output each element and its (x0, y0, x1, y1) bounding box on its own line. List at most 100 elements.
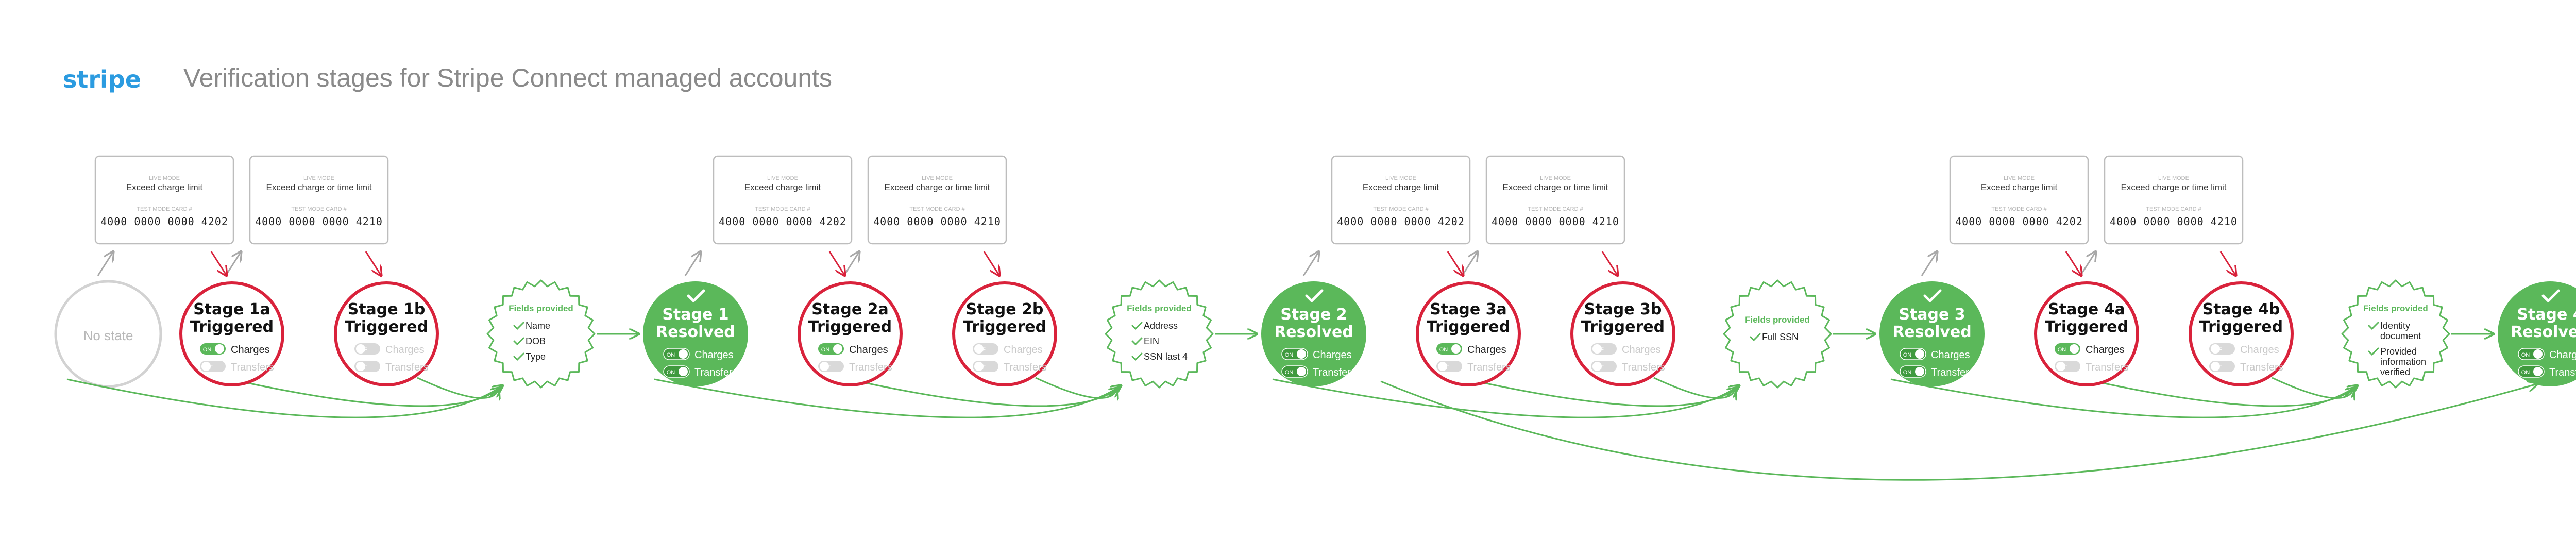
toggle-knob (1438, 362, 1447, 371)
stage-title: Stage 4b (2202, 300, 2280, 318)
toggle-knob (2056, 362, 2065, 371)
toggle-label: Charges (1622, 344, 1661, 356)
red-arrow (1601, 251, 1618, 276)
card-live-mode: LIVE MODE (922, 175, 953, 181)
badge-item: document (2380, 331, 2421, 341)
toggle-knob (356, 344, 365, 354)
toggle-knob (974, 362, 984, 371)
stage-1a-node: Stage 1aTriggeredONChargesOFFTransfers (179, 281, 284, 386)
toggle-knob (215, 344, 224, 354)
toggle-state: ON (1439, 347, 1448, 353)
start-label: No state (83, 328, 133, 343)
badge-heading: Fields provided (1745, 315, 1810, 325)
stage-3a-node: Stage 3aTriggeredONChargesOFFTransfers (1416, 281, 1521, 386)
toggle-label: Charges (849, 344, 888, 356)
green-curve-arrow (417, 377, 499, 398)
red-arrow (983, 251, 999, 276)
badge-item: Full SSN (1762, 332, 1799, 342)
gray-arrow (97, 251, 113, 276)
card-condition: Exceed charge limit (126, 182, 203, 192)
stage-subtitle: Triggered (808, 318, 892, 336)
card-number: 4000 0000 0000 4202 (719, 215, 846, 228)
stage-subtitle: Triggered (2199, 318, 2283, 336)
stage-circle (643, 281, 748, 386)
toggle-label: Charges (385, 344, 425, 356)
red-arrow (828, 251, 845, 276)
toggle-label: Charges (1931, 349, 1970, 361)
stage-3b-node: Stage 3bTriggeredOFFChargesOFFTransfers (1570, 281, 1675, 386)
check-icon (513, 322, 524, 330)
toggle-knob (2070, 344, 2079, 354)
stage-subtitle: Triggered (190, 318, 274, 336)
card-live-mode: LIVE MODE (149, 175, 180, 181)
red-arrow (365, 251, 381, 276)
toggle-label: Transfers (1622, 362, 1665, 373)
check-icon (1923, 289, 1942, 302)
badge-item: Identity (2380, 321, 2410, 331)
card-number: 4000 0000 0000 4202 (1955, 215, 2083, 228)
badge-item: Name (526, 321, 550, 331)
stage-subtitle: Triggered (963, 318, 1046, 336)
stage-circle (334, 281, 439, 386)
gray-arrow (1302, 251, 1319, 276)
card-number: 4000 0000 0000 4202 (100, 215, 228, 228)
green-long-arrow (1380, 381, 2537, 481)
stage-circle (1879, 281, 1985, 386)
badge-item: verified (2380, 367, 2410, 377)
card-box (2104, 155, 2244, 245)
card-box (713, 155, 853, 245)
start-circle (54, 280, 162, 388)
toggle-knob (1915, 367, 1924, 376)
badge-item: SSN last 4 (1144, 351, 1188, 362)
card-number: 4000 0000 0000 4202 (1337, 215, 1465, 228)
toggle-label: Transfers (2086, 362, 2129, 373)
stage-subtitle: Triggered (1427, 318, 1510, 336)
badge-heading: Fields provided (2363, 304, 2428, 313)
stage-circle (1570, 281, 1675, 386)
gray-arrow (1461, 251, 1478, 276)
toggle-state: ON (821, 347, 830, 353)
card-number: 4000 0000 0000 4210 (2110, 215, 2238, 228)
card-condition: Exceed charge or time limit (266, 182, 371, 192)
card-test-label: TEST MODE CARD # (2146, 206, 2201, 212)
stage-title: Stage 4 (2517, 306, 2576, 324)
toggle-label: Transfers (1467, 362, 1511, 373)
toggle-state: ON (2521, 369, 2530, 376)
card-test-label: TEST MODE CARD # (1373, 206, 1429, 212)
toggle-state: ON (667, 369, 675, 376)
card-condition: Exceed charge limit (1981, 182, 2058, 192)
stage-circle (2189, 281, 2294, 386)
stage-title: Stage 3a (1430, 300, 1507, 318)
toggle-knob (1451, 344, 1461, 354)
stage-title: Stage 2 (1280, 306, 1347, 324)
toggle-label: Charges (231, 344, 270, 356)
card-test-label: TEST MODE CARD # (909, 206, 965, 212)
card-number: 4000 0000 0000 4210 (255, 215, 383, 228)
red-arrow (2219, 251, 2236, 276)
card-condition: Exceed charge limit (1363, 182, 1439, 192)
check-icon (2541, 289, 2560, 302)
toggle-state: ON (667, 352, 675, 358)
card-test-label: TEST MODE CARD # (1528, 206, 1583, 212)
toggle-label: Transfers (231, 362, 274, 373)
toggle-label: Charges (1467, 344, 1506, 356)
badge-outline (1105, 279, 1214, 389)
toggle-state: ON (1903, 352, 1912, 358)
check-icon (687, 289, 705, 302)
toggle-knob (2211, 362, 2220, 371)
toggle-knob (356, 362, 365, 371)
toggle-knob (833, 344, 842, 354)
green-curve-arrow (1035, 377, 1117, 398)
card-condition: Exceed charge or time limit (1502, 182, 1608, 192)
stage-circle (179, 281, 284, 386)
toggle-knob (1592, 344, 1602, 354)
toggle-state: ON (1285, 369, 1294, 376)
